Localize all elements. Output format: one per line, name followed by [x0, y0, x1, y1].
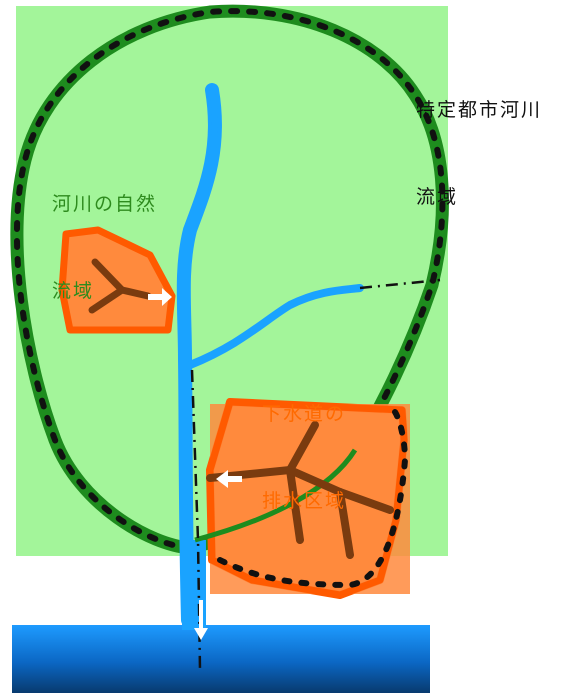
specified-basin-boundary-dots [13, 8, 446, 551]
flow-arrow-left-sewer [148, 288, 172, 306]
flow-arrow-main-sewer [216, 470, 242, 488]
sewer-pipes-main [206, 421, 394, 559]
boundary-dashdot-river [190, 369, 202, 671]
sewer-pipes-left [88, 258, 152, 314]
label-natural-basin-line1: 河川の自然 [52, 193, 158, 215]
sewer-area-main-border [206, 398, 408, 599]
label-specified-basin-line2: 流域 [416, 186, 459, 208]
label-specified-basin: 特定都市河川 流域 [416, 38, 542, 270]
label-natural-basin-line2: 流域 [52, 280, 95, 302]
sewer-boundary-dots [217, 409, 409, 589]
label-sewer-area-line1: 下水道の [262, 403, 347, 425]
label-sewer-area: 下水道の 排水区域 [262, 342, 346, 574]
river-tributary [186, 284, 364, 369]
flow-arrows [148, 288, 242, 640]
river-upper [187, 89, 218, 232]
sea-body [12, 625, 430, 693]
label-sewer-area-line2: 排水区域 [262, 490, 347, 512]
flow-arrow-river [194, 600, 208, 640]
label-specified-basin-line1: 特定都市河川 [416, 99, 543, 121]
label-natural-basin: 河川の自然 流域 [52, 132, 157, 364]
